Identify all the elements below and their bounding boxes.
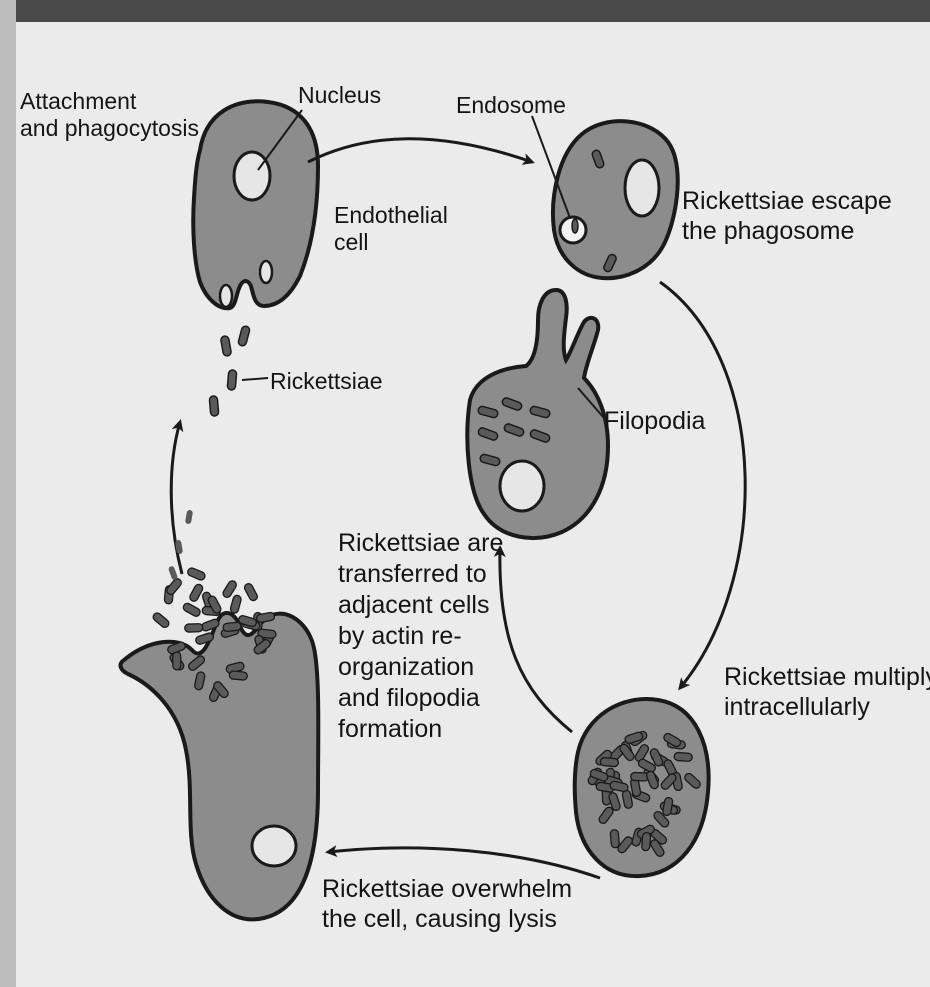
rickettsia-in-endosome bbox=[572, 219, 578, 233]
label-line: formation bbox=[338, 714, 503, 745]
label-multiply: Rickettsiae multiply intracellularly bbox=[724, 662, 930, 722]
label-line: the phagosome bbox=[682, 216, 892, 246]
cell-attachment bbox=[193, 101, 318, 308]
label-line: Attachment bbox=[20, 88, 199, 115]
rickettsia bbox=[185, 624, 203, 633]
rickettsia bbox=[641, 832, 651, 851]
top-band bbox=[0, 0, 930, 22]
label-line: adjacent cells bbox=[338, 590, 503, 621]
label-filopodia: Filopodia bbox=[604, 406, 705, 436]
label-nucleus: Nucleus bbox=[298, 82, 381, 109]
rickettsia bbox=[229, 671, 248, 681]
label-line: Rickettsiae multiply bbox=[724, 662, 930, 692]
label-endosome: Endosome bbox=[456, 92, 566, 119]
label-line: transferred to bbox=[338, 559, 503, 590]
label-attachment: Attachment and phagocytosis bbox=[20, 88, 199, 142]
label-line: by actin re- bbox=[338, 621, 503, 652]
engulfed-rickettsia bbox=[220, 285, 232, 307]
label-endothelial-cell: Endothelial cell bbox=[334, 202, 448, 256]
label-line: intracellularly bbox=[724, 692, 930, 722]
left-edge-shadow bbox=[0, 0, 16, 987]
label-transfer: Rickettsiae are transferred to adjacent … bbox=[338, 528, 503, 745]
nucleus bbox=[252, 826, 296, 866]
label-line: organization bbox=[338, 652, 503, 683]
rickettsia bbox=[223, 622, 242, 632]
label-line: and phagocytosis bbox=[20, 115, 199, 142]
rickettsia bbox=[674, 752, 693, 761]
rickettsia bbox=[600, 757, 619, 767]
cell-endosome bbox=[553, 121, 678, 278]
label-line: and filopodia bbox=[338, 683, 503, 714]
cell-multiply bbox=[575, 699, 709, 876]
label-escape: Rickettsiae escape the phagosome bbox=[682, 186, 892, 246]
label-line: Endothelial bbox=[334, 202, 448, 229]
label-rickettsiae: Rickettsiae bbox=[270, 368, 382, 395]
label-line: the cell, causing lysis bbox=[322, 904, 572, 934]
nucleus bbox=[234, 152, 270, 200]
label-line: Rickettsiae overwhelm bbox=[322, 874, 572, 904]
engulfed-rickettsia bbox=[260, 261, 272, 283]
rickettsia bbox=[173, 652, 181, 670]
label-overwhelm: Rickettsiae overwhelm the cell, causing … bbox=[322, 874, 572, 934]
label-line: Rickettsiae escape bbox=[682, 186, 892, 216]
label-line: cell bbox=[334, 229, 448, 256]
nucleus bbox=[500, 461, 544, 511]
rickettsia bbox=[631, 772, 649, 781]
label-line: Rickettsiae are bbox=[338, 528, 503, 559]
nucleus bbox=[625, 160, 659, 216]
rickettsia bbox=[610, 829, 620, 848]
